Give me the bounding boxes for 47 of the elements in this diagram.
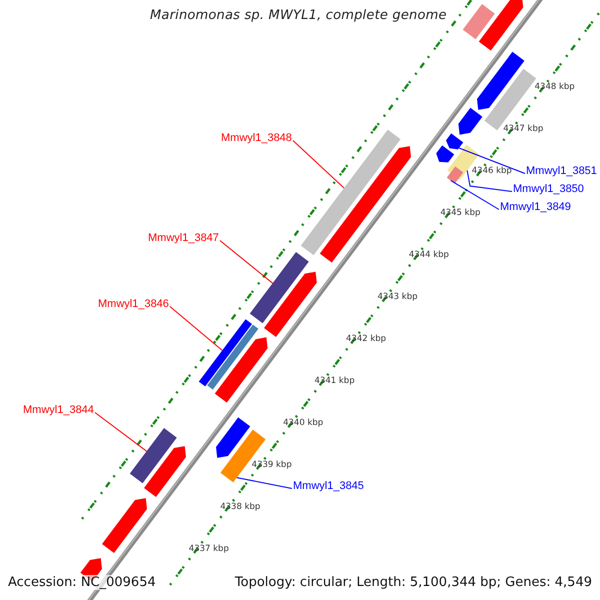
position-label: 4347 kbp	[503, 124, 544, 136]
gene-bar	[436, 133, 464, 162]
position-label: 4340 kbp	[283, 418, 324, 429]
gene-bar	[102, 498, 147, 553]
leader-line	[236, 477, 292, 489]
leader-line	[458, 148, 526, 174]
gene-bar	[214, 337, 268, 403]
gene-bar	[446, 166, 464, 184]
gene-bar	[144, 446, 186, 497]
leader-line	[94, 412, 148, 452]
gene-label: Mmwyl1_3846	[98, 298, 169, 311]
position-label: 4337 kbp	[188, 544, 229, 555]
leader-line	[169, 306, 223, 351]
gene-bar	[462, 4, 495, 40]
gene-label: Mmwyl1_3845	[293, 480, 364, 493]
position-label: 4343 kbp	[377, 292, 418, 304]
position-label: 4344 kbp	[408, 250, 449, 262]
accession-info: Accession: NC_009654	[8, 575, 156, 590]
gene-label: Mmwyl1_3849	[500, 201, 571, 214]
position-label: 4346 kbp	[472, 166, 512, 178]
gene-bar	[207, 324, 258, 390]
position-label: 4348 kbp	[534, 82, 575, 94]
gene-bar	[320, 146, 411, 263]
gene-bar	[478, 0, 524, 51]
gene-label: Mmwyl1_3848	[221, 132, 292, 145]
gene-bar	[264, 272, 317, 337]
position-label: 4338 kbp	[220, 502, 260, 513]
map-title: Marinomonas sp. MWYL1, complete genome	[150, 8, 447, 23]
gene-label: Mmwyl1_3844	[23, 404, 94, 417]
gene-label: Mmwyl1_3847	[148, 232, 219, 245]
gene-bar	[216, 417, 250, 458]
genome-info: Topology: circular; Length: 5,100,344 bp; Genes: 4,549	[234, 575, 592, 590]
gene-bar	[130, 428, 177, 484]
position-label: 4339 kbp	[252, 460, 292, 471]
leader-line	[466, 170, 512, 192]
leader-line	[292, 140, 344, 188]
position-label: 4341 kbp	[314, 376, 355, 387]
gene-label: Mmwyl1_3850	[513, 183, 584, 196]
gene-label: Mmwyl1_3851	[526, 165, 597, 178]
gene-bar	[477, 52, 524, 110]
leader-line	[219, 240, 274, 284]
position-label: 4342 kbp	[346, 334, 386, 345]
gene-bar	[198, 319, 252, 386]
position-label: 4345 kbp	[440, 208, 480, 220]
gene-bar	[300, 130, 401, 256]
leader-line	[450, 180, 500, 210]
gene-bar	[250, 252, 309, 324]
